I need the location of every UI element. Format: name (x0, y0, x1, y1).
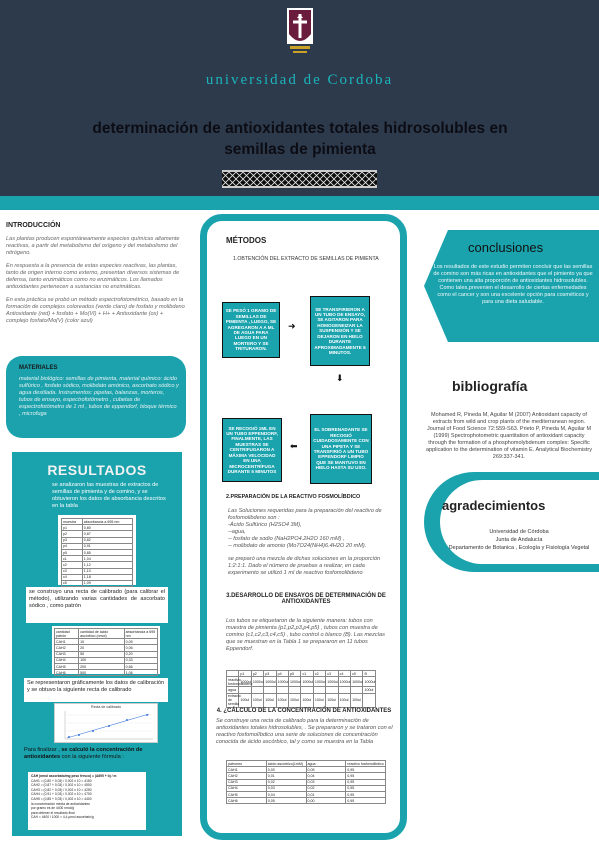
intro-heading: INTRODUCCIÓN (6, 222, 61, 229)
step1-heading: 1.OBTENCIÓN DEL EXTRACTO DE SEMILLAS DE … (233, 256, 379, 262)
decorative-pattern (222, 170, 377, 188)
materials-card: MATERIALES material biológico: semillas … (6, 356, 186, 438)
conclusions-hexagon (424, 230, 599, 342)
results-text-1: se analizaron las muestras de extractos … (52, 482, 166, 509)
step4-text: Se construye una recta de calibrado para… (216, 718, 393, 745)
acknowledgements-heading: agradecimientos (442, 498, 546, 513)
flow-step-4: EL SOBRENADANTE SE RECOGIÓ CUIDADOSAMENT… (310, 414, 372, 484)
results-text-3: Se representaron gráficamente los datos … (24, 678, 168, 702)
step4-heading: 4. ¿CÁLCULO DE LA CONCENTRACIÓN DE ANTIO… (216, 708, 392, 714)
arrow-right-icon: ➜ (288, 321, 296, 331)
flow-step-2: SE TRANSFIRIERON A UN TUBO DE ENSAYO, SE… (310, 296, 370, 366)
chart-point (108, 725, 110, 727)
chart-point (68, 736, 70, 738)
flow-step-1: SE PESÓ 1 GRAMO DE SEMILLAS DE PIMIENTA … (222, 302, 280, 358)
header-strip (0, 196, 599, 210)
results-text-2: se construyo una recta de calibrado (par… (26, 587, 168, 623)
intro-text: Las plantas producen espontáneamente esp… (6, 236, 185, 324)
step3-text: Los tubos se etiquetaron de la siguiente… (226, 618, 385, 652)
acknowledgements-text: Universidad de Córdoba Junta de Andalucí… (448, 529, 590, 551)
arrow-left-icon: ⬅ (290, 441, 298, 451)
chart-point (78, 734, 80, 736)
conclusions-text: Los resultados de este estudio permiten … (433, 264, 593, 305)
materials-heading: MATERIALES (19, 365, 58, 371)
step2-heading: 2.PREPARACIÓN DE LA REACTIVO FOSMOLÍBDIC… (226, 494, 361, 500)
chart-point (92, 730, 94, 732)
methods-heading: MÉTODOS (226, 236, 267, 245)
university-logo (287, 8, 313, 53)
chart-title: Recta de calibrado (91, 705, 121, 709)
formula-card: CAH (nmol ascorbato/mg peso fresco) = (A… (28, 772, 146, 830)
step3-heading: 3.DESARROLLO DE ENSAYOS DE DETERMINACIÓN… (226, 593, 386, 605)
chart-point (126, 719, 128, 721)
acknowledgements-card (440, 480, 599, 564)
bibliography-heading: bibliografía (452, 378, 528, 394)
poster-title: determinación de antioxidantes totales h… (92, 120, 508, 158)
arrow-down-icon: ⬇ (336, 373, 344, 383)
conclusions-heading: conclusiones (468, 240, 544, 255)
calibration-chart: Recta de calibrado (54, 703, 158, 743)
calibration-chart-plot (64, 711, 153, 740)
university-name: universidad de Cordoba (205, 72, 394, 88)
results-text-4: Para finalizar , se calculó la concentra… (24, 747, 143, 760)
flow-step-3: SE RECOGIÓ 1ML EN UN TUBO EPPENDORF, FIN… (222, 418, 282, 482)
results-heading: RESULTADOS (47, 462, 147, 478)
chart-point (146, 714, 148, 716)
step2-text: Las Soluciones requeridas para la prepar… (228, 508, 382, 576)
bibliography-text: Mohamed R, Pineda M, Aguilar M (2007) An… (426, 412, 592, 460)
materials-text: material biológico: semillas de pimienta… (19, 376, 179, 417)
